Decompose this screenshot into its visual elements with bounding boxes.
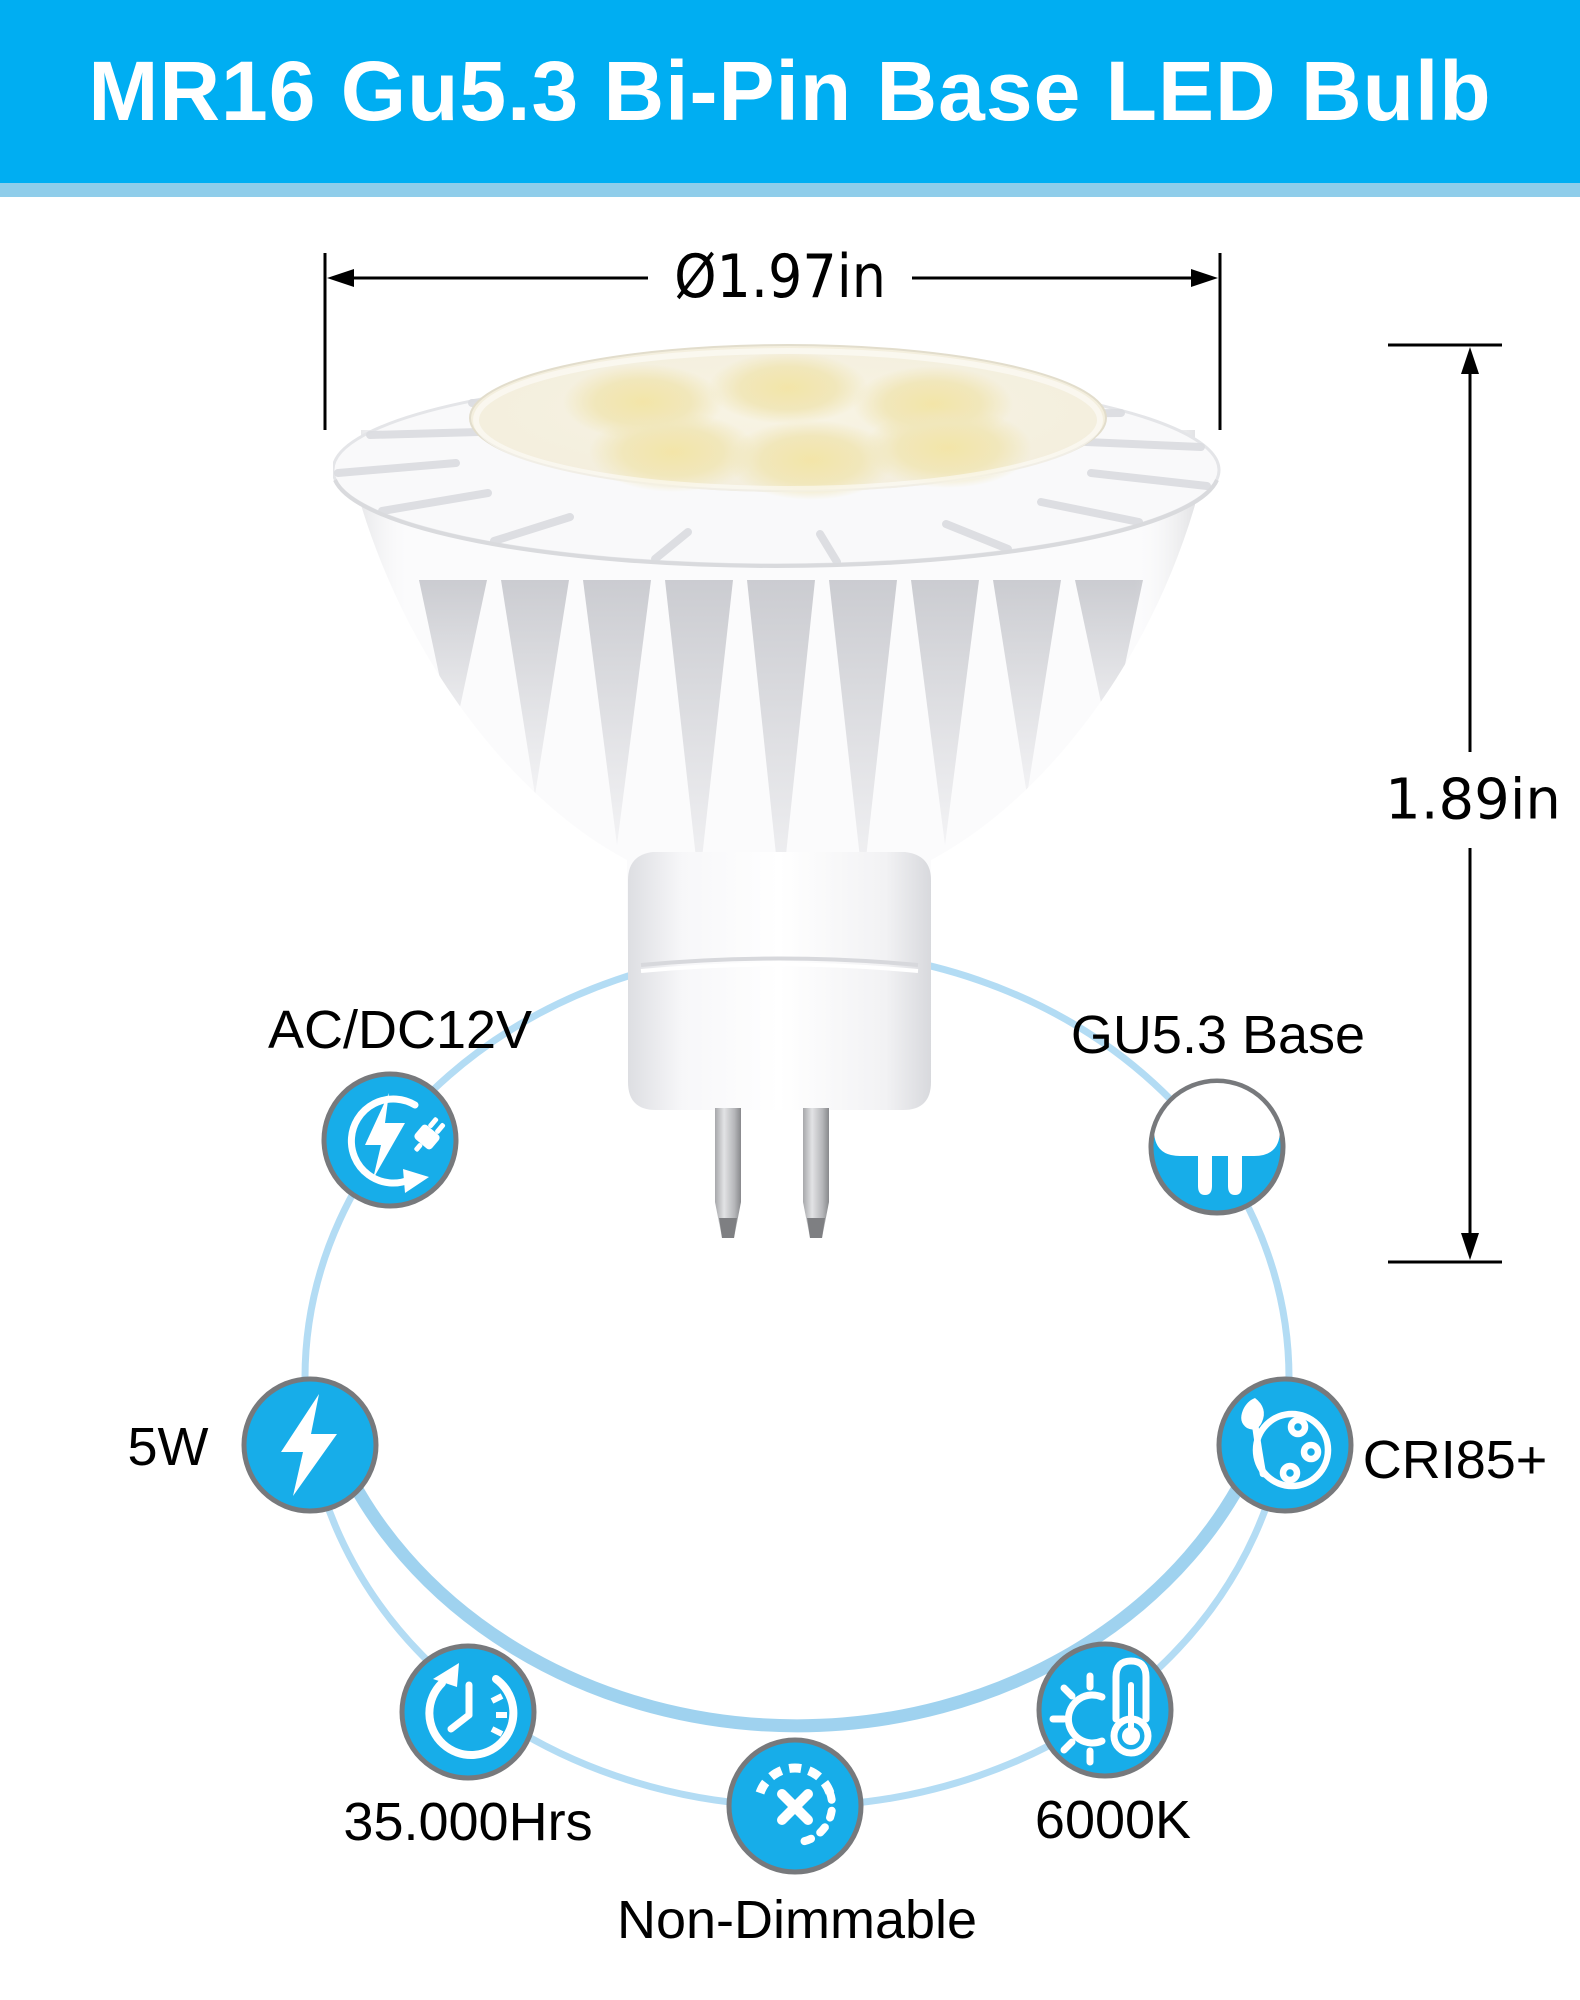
feature-label-acdc12v: AC/DC12V: [267, 1000, 533, 1060]
diameter-label: Ø1.97in: [674, 242, 886, 312]
bulb-illustration: [333, 344, 1221, 1238]
header-banner: MR16 Gu5.3 Bi-Pin Base LED Bulb: [0, 0, 1580, 183]
banner-accent-strip: [0, 183, 1580, 197]
ac-dc-power-cycle-icon: [321, 1071, 459, 1209]
dimmer-crossed-icon: [726, 1737, 864, 1875]
feature-label-5w: 5W: [127, 1417, 209, 1477]
feature-label-cri85: CRI85+: [1362, 1430, 1548, 1490]
page-title: MR16 Gu5.3 Bi-Pin Base LED Bulb: [88, 44, 1492, 138]
feature-label-6000k: 6000K: [1034, 1790, 1192, 1850]
feature-label-non-dimmable: Non-Dimmable: [616, 1890, 978, 1950]
height-label: 1.89in: [1385, 767, 1561, 833]
color-palette-icon: [1216, 1376, 1354, 1514]
bulb-led-lens: [469, 344, 1107, 500]
feature-label-35000hrs: 35.000Hrs: [343, 1792, 593, 1852]
feature-label-gu53-base: GU5.3 Base: [1070, 1005, 1366, 1065]
sun-thermometer-icon: [1036, 1641, 1174, 1779]
clock-history-icon: [399, 1643, 537, 1781]
bulb-pins: [715, 1108, 829, 1238]
gu53-bi-pin-base-icon: [1148, 1078, 1286, 1216]
bulb-neck: [628, 852, 931, 1110]
lightning-bolt-icon: [241, 1376, 379, 1514]
